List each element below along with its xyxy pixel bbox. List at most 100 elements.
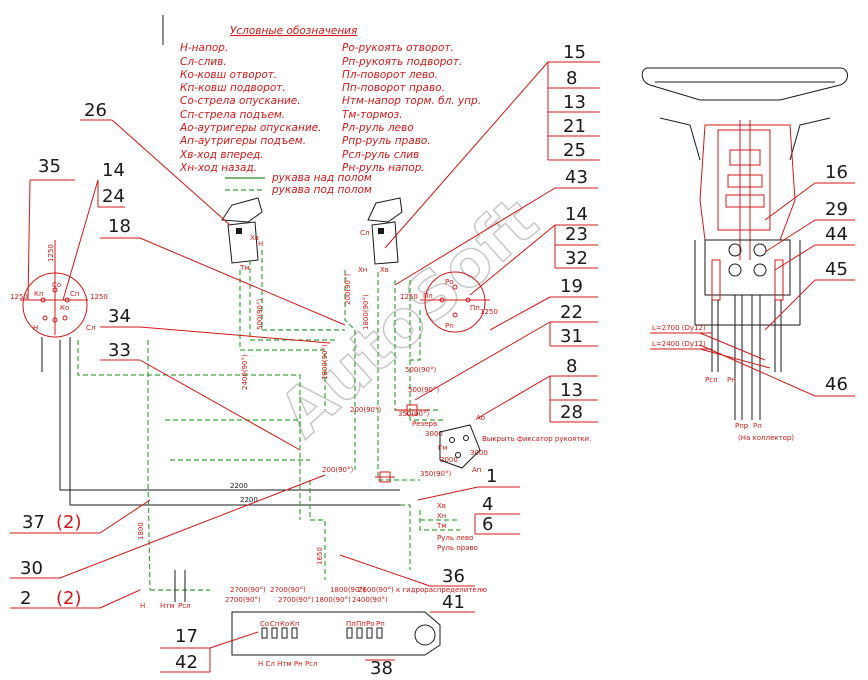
svg-text:200(90°): 200(90°) bbox=[350, 406, 381, 414]
svg-text:2400(90°): 2400(90°) bbox=[241, 354, 249, 390]
svg-text:L=2400 (Dy12): L=2400 (Dy12) bbox=[652, 340, 706, 348]
svg-text:Рсл: Рсл bbox=[705, 376, 718, 384]
svg-text:Нтм: Нтм bbox=[160, 602, 175, 610]
svg-text:(2): (2) bbox=[56, 588, 82, 609]
svg-text:к гидрораспределителю: к гидрораспределителю bbox=[396, 586, 487, 594]
svg-text:2400(90°): 2400(90°) bbox=[352, 596, 388, 604]
svg-text:8: 8 bbox=[566, 356, 577, 377]
svg-text:500(90°): 500(90°) bbox=[256, 299, 264, 330]
svg-text:Сл-слив.: Сл-слив. bbox=[180, 56, 227, 68]
svg-text:Ао: Ао bbox=[476, 414, 485, 422]
svg-text:31: 31 bbox=[560, 326, 583, 347]
svg-text:200(90°): 200(90°) bbox=[344, 274, 352, 305]
svg-text:Пл-поворот лево.: Пл-поворот лево. bbox=[342, 69, 438, 81]
svg-text:23: 23 bbox=[565, 224, 588, 245]
svg-text:21: 21 bbox=[563, 116, 586, 137]
svg-text:2700(90°): 2700(90°) bbox=[230, 586, 266, 594]
svg-text:Рпр: Рпр bbox=[735, 422, 749, 430]
svg-text:Ап-аутригеры подъем.: Ап-аутригеры подъем. bbox=[179, 135, 306, 147]
svg-text:43: 43 bbox=[565, 167, 588, 188]
svg-text:Хн: Хн bbox=[358, 266, 367, 274]
svg-text:36: 36 bbox=[442, 566, 465, 587]
svg-text:1250: 1250 bbox=[480, 308, 498, 316]
svg-text:L=2700 (Dy12): L=2700 (Dy12) bbox=[652, 324, 706, 332]
svg-text:350(90°): 350(90°) bbox=[398, 410, 429, 418]
svg-text:45: 45 bbox=[825, 259, 848, 280]
svg-text:Ко-ковш отворот.: Ко-ковш отворот. bbox=[180, 69, 277, 81]
svg-text:16: 16 bbox=[825, 162, 848, 183]
svg-text:Ао-аутригеры опускание.: Ао-аутригеры опускание. bbox=[179, 122, 321, 134]
svg-text:1800(90°): 1800(90°) bbox=[362, 294, 370, 330]
svg-text:Хв: Хв bbox=[380, 266, 389, 274]
svg-text:38: 38 bbox=[370, 658, 393, 679]
svg-text:Кп: Кп bbox=[34, 290, 44, 298]
svg-text:14: 14 bbox=[565, 204, 588, 225]
left-pedal-valve: Тм Хв Н bbox=[221, 197, 263, 272]
svg-text:13: 13 bbox=[560, 380, 583, 401]
svg-text:44: 44 bbox=[825, 224, 848, 245]
svg-text:2200: 2200 bbox=[240, 496, 258, 504]
svg-text:350(90°): 350(90°) bbox=[420, 470, 451, 478]
svg-text:Выкрыть фиксатор рукоятки.: Выкрыть фиксатор рукоятки. bbox=[482, 435, 591, 443]
legend-left-column: Н-напор. Сл-слив. Ко-ковш отворот. Кп-ко… bbox=[179, 42, 321, 174]
svg-text:Н: Н bbox=[258, 240, 263, 248]
svg-text:Хв: Хв bbox=[437, 502, 446, 510]
svg-text:Рн: Рн bbox=[727, 376, 736, 384]
svg-text:25: 25 bbox=[563, 140, 586, 161]
right-pedal-valve: Сл Хн Хв bbox=[358, 197, 403, 274]
svg-text:1650: 1650 bbox=[316, 547, 324, 565]
svg-text:Ко: Ко bbox=[60, 304, 69, 312]
svg-text:2700(90°): 2700(90°) bbox=[270, 586, 306, 594]
svg-text:Резерв: Резерв bbox=[412, 420, 437, 428]
svg-text:1800(90°): 1800(90°) bbox=[330, 586, 366, 594]
svg-text:Кп: Кп bbox=[290, 620, 300, 628]
svg-text:3000: 3000 bbox=[425, 430, 443, 438]
svg-text:34: 34 bbox=[108, 306, 131, 327]
svg-text:15: 15 bbox=[563, 42, 586, 63]
svg-text:Рп-рукоять подворот.: Рп-рукоять подворот. bbox=[342, 56, 462, 68]
svg-text:Ко: Ко bbox=[280, 620, 289, 628]
steering-column-view: L=2700 (Dy12) L=2400 (Dy12) Рсл Рн Рпр Р… bbox=[641, 67, 855, 442]
callouts: 18 34 33 43 14 23 32 19 22 31 8 13 28 bbox=[10, 167, 598, 679]
svg-text:Ро: Ро bbox=[445, 278, 454, 286]
svg-text:37: 37 bbox=[22, 512, 45, 533]
outrigger-valve: Ао Ап Гм Резерв Выкрыть фиксатор рукоятк… bbox=[412, 414, 591, 474]
svg-text:Тм-тормоз.: Тм-тормоз. bbox=[342, 109, 403, 121]
svg-text:Н Сл Нтм Рн Рсл: Н Сл Нтм Рн Рсл bbox=[258, 660, 318, 668]
svg-text:22: 22 bbox=[560, 302, 583, 323]
svg-text:Со-стрела опускание.: Со-стрела опускание. bbox=[180, 95, 301, 107]
legend-hose-above: рукава над полом bbox=[271, 172, 372, 184]
svg-text:30: 30 bbox=[20, 558, 43, 579]
svg-text:4: 4 bbox=[482, 494, 493, 515]
svg-text:3000: 3000 bbox=[470, 449, 488, 457]
svg-text:Тм: Тм bbox=[436, 522, 447, 530]
svg-text:Пп-поворот право.: Пп-поворот право. bbox=[342, 82, 445, 94]
svg-text:29: 29 bbox=[825, 199, 848, 220]
svg-text:17: 17 bbox=[175, 626, 198, 647]
svg-text:Пл: Пл bbox=[423, 292, 433, 300]
svg-text:Со: Со bbox=[52, 281, 61, 289]
svg-text:Н: Н bbox=[140, 602, 145, 610]
svg-text:19: 19 bbox=[560, 276, 583, 297]
svg-text:1250: 1250 bbox=[400, 293, 418, 301]
legend-title: Условные обозначения bbox=[230, 25, 357, 37]
left-joystick: Со Сп Кп Ко Сл Н 1250 1250 1250 bbox=[10, 240, 108, 338]
svg-text:(На коллектор): (На коллектор) bbox=[738, 434, 794, 442]
svg-text:Рп: Рп bbox=[376, 620, 385, 628]
svg-text:Гм: Гм bbox=[438, 444, 448, 452]
svg-text:500(90°): 500(90°) bbox=[405, 366, 436, 374]
svg-text:(2): (2) bbox=[56, 512, 82, 533]
svg-text:1: 1 bbox=[486, 466, 497, 487]
svg-text:6: 6 bbox=[482, 514, 493, 535]
svg-text:42: 42 bbox=[175, 652, 198, 673]
svg-text:Кп-ковш подворот.: Кп-ковш подворот. bbox=[180, 82, 286, 94]
svg-text:Нтм-напор торм. бл. упр.: Нтм-напор торм. бл. упр. bbox=[342, 95, 481, 107]
svg-text:Со: Со bbox=[260, 620, 269, 628]
svg-text:Хн: Хн bbox=[437, 512, 446, 520]
svg-text:Ро: Ро bbox=[366, 620, 375, 628]
svg-text:Хн-ход назад.: Хн-ход назад. bbox=[179, 162, 257, 174]
callout-24: 24 bbox=[102, 186, 125, 207]
svg-text:Руль лево: Руль лево bbox=[437, 534, 473, 542]
svg-text:Ап: Ап bbox=[472, 466, 481, 474]
svg-text:2700(90°): 2700(90°) bbox=[278, 596, 314, 604]
